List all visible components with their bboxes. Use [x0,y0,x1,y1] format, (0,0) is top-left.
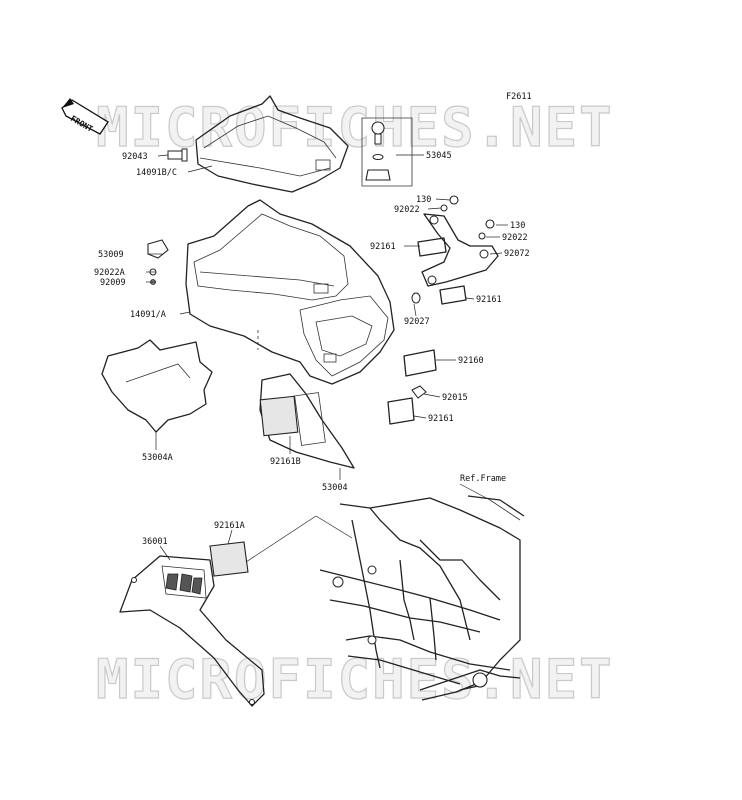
callout-92161-c: 92161 [428,414,454,424]
pad-92161A [209,541,249,577]
duct-36001 [119,555,265,707]
clip-53009 [147,239,169,285]
callout-92072: 92072 [504,249,530,259]
bolt-92043 [167,148,188,162]
callout-92043: 92043 [122,152,148,162]
reference-frame [319,495,525,701]
fastener-box-53045 [361,117,413,187]
callout-53004A: 53004A [142,453,173,463]
callout-53004: 53004 [322,483,348,493]
foam-pads [387,237,467,425]
callout-53009: 53009 [98,250,124,260]
callout-92022-b: 92022 [502,233,528,243]
callout-92009: 92009 [100,278,126,288]
callout-130-b: 130 [510,221,525,231]
watermark-bottom: MICROFICHES.NET [96,648,614,711]
callout-92022A: 92022A [94,268,125,278]
upper-cover-part [195,95,349,193]
callout-92161-b: 92161 [476,295,502,305]
callout-92161B: 92161B [270,457,301,467]
callout-14091B-C: 14091B/C [136,168,177,178]
callout-92022-a: 92022 [394,205,420,215]
figure-code: F2611 [506,92,532,102]
ref-frame-label: Ref.Frame [460,474,506,484]
callout-53045: 53045 [426,151,452,161]
watermark-top: MICROFICHES.NET [96,96,614,159]
callout-92015: 92015 [442,393,468,403]
callout-92160: 92160 [458,356,484,366]
callout-92161A: 92161A [214,521,245,531]
callout-36001: 36001 [142,537,168,547]
leader-lines [146,154,508,563]
side-panel-53004 [259,373,355,469]
inner-panel-53004A [101,339,213,433]
callout-130-a: 130 [416,195,431,205]
bracket-92072 [411,195,499,304]
callout-14091-A: 14091/A [130,310,166,320]
main-cowl-part [185,199,395,385]
callout-92161-a: 92161 [370,242,396,252]
callout-92027: 92027 [404,317,430,327]
